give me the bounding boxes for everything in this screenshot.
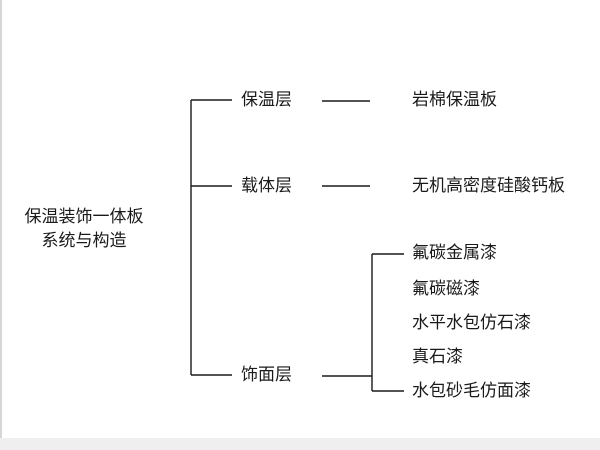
left-border — [0, 0, 2, 450]
root-title-line-1: 保温装饰一体板 — [24, 207, 144, 227]
layer-label-insulation: 保温层 — [241, 90, 292, 110]
item-label: 无机高密度硅酸钙板 — [412, 176, 565, 196]
root-title: 保温装饰一体板 系统与构造 — [4, 205, 164, 253]
item-label: 氟碳磁漆 — [412, 279, 480, 299]
item-label: 真石漆 — [412, 347, 463, 367]
item-label: 水平水包仿石漆 — [412, 313, 531, 333]
root-title-line-2: 系统与构造 — [41, 231, 127, 251]
item-label: 岩棉保温板 — [412, 90, 497, 110]
bottom-band — [0, 438, 600, 450]
layer-label-finish: 饰面层 — [241, 365, 292, 385]
layer-label-carrier: 载体层 — [241, 176, 292, 196]
item-label: 氟碳金属漆 — [412, 243, 497, 263]
item-label: 水包砂毛仿面漆 — [412, 381, 531, 401]
